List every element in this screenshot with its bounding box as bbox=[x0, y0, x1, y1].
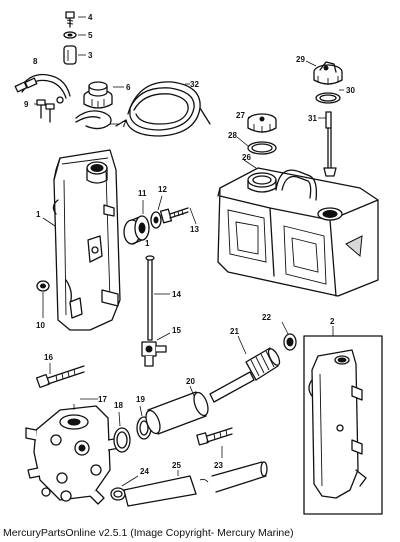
callout-10[interactable]: 10 bbox=[36, 321, 45, 330]
callout-20[interactable]: 20 bbox=[186, 377, 195, 386]
callout-16[interactable]: 16 bbox=[44, 353, 53, 362]
part-fuel-cap-6[interactable] bbox=[83, 81, 113, 109]
part-seal-22[interactable] bbox=[283, 333, 297, 351]
part-screw-4[interactable] bbox=[65, 11, 75, 28]
part-gasket-30[interactable] bbox=[315, 92, 341, 104]
part-fuel-line-connector-8[interactable] bbox=[14, 73, 71, 104]
part-gasket-28[interactable] bbox=[247, 141, 277, 155]
part-hose-coil-32[interactable] bbox=[115, 81, 211, 137]
part-fuel-hose-25[interactable] bbox=[123, 461, 268, 507]
callout-2[interactable]: 2 bbox=[330, 317, 335, 326]
part-screws-9[interactable] bbox=[36, 99, 55, 123]
callout-32[interactable]: 32 bbox=[190, 80, 199, 89]
callout-26[interactable]: 26 bbox=[242, 153, 251, 162]
callout-11[interactable]: 11 bbox=[138, 189, 147, 198]
callout-14[interactable]: 14 bbox=[172, 290, 181, 299]
part-screw-13[interactable] bbox=[159, 207, 189, 224]
callout-19[interactable]: 19 bbox=[136, 395, 145, 404]
part-cap-strap-7[interactable] bbox=[75, 110, 112, 130]
callout-24[interactable]: 24 bbox=[140, 467, 149, 476]
callout-18[interactable]: 18 bbox=[114, 401, 123, 410]
callout-7[interactable]: 7 bbox=[122, 120, 127, 129]
part-tank-cap-27[interactable] bbox=[247, 113, 277, 133]
part-fuel-tank-1[interactable] bbox=[52, 149, 121, 331]
part-washer-5[interactable] bbox=[63, 31, 77, 39]
callout-3[interactable]: 3 bbox=[88, 51, 93, 60]
callout-23[interactable]: 23 bbox=[214, 461, 223, 470]
callout-4[interactable]: 4 bbox=[88, 13, 93, 22]
part-valve-15[interactable] bbox=[141, 341, 167, 367]
part-gauge-cap-29[interactable] bbox=[313, 61, 343, 85]
part-screw-16[interactable] bbox=[35, 365, 85, 389]
part-pump-assembly-17[interactable] bbox=[25, 405, 121, 505]
copyright-footer: MercuryPartsOnline v2.5.1 (Image Copyrig… bbox=[3, 527, 294, 539]
callout-6[interactable]: 6 bbox=[126, 83, 131, 92]
callout-29[interactable]: 29 bbox=[296, 55, 305, 64]
callout-31[interactable]: 31 bbox=[308, 114, 317, 123]
part-gauge-stem-31[interactable] bbox=[323, 111, 337, 177]
part-grommet-10[interactable] bbox=[36, 280, 50, 292]
callout-25[interactable]: 25 bbox=[172, 461, 181, 470]
callout-12[interactable]: 12 bbox=[158, 185, 167, 194]
callout-28[interactable]: 28 bbox=[228, 131, 237, 140]
callout-5[interactable]: 5 bbox=[88, 31, 93, 40]
callout-21[interactable]: 21 bbox=[230, 327, 239, 336]
callout-9[interactable]: 9 bbox=[24, 100, 29, 109]
part-gear-shaft-21[interactable] bbox=[209, 347, 282, 403]
callout-30[interactable]: 30 bbox=[346, 86, 355, 95]
part-pickup-tube-14[interactable] bbox=[145, 255, 155, 341]
callout-1b[interactable]: 1 bbox=[145, 239, 150, 248]
part-portable-tank-26[interactable] bbox=[217, 167, 379, 297]
part-clamp-24[interactable] bbox=[110, 487, 126, 501]
part-tank-assembly-2[interactable] bbox=[303, 335, 383, 515]
callout-17[interactable]: 17 bbox=[98, 395, 107, 404]
part-o-ring-18[interactable] bbox=[113, 427, 131, 453]
callout-labels: 4 5 3 8 9 6 7 32 1 10 11 12 13 1 14 15 1… bbox=[24, 13, 355, 476]
callout-27[interactable]: 27 bbox=[236, 111, 245, 120]
part-washer-12[interactable] bbox=[150, 211, 162, 229]
part-screw-23[interactable] bbox=[196, 427, 233, 446]
part-sleeve-20[interactable] bbox=[143, 391, 210, 436]
callout-13[interactable]: 13 bbox=[190, 225, 199, 234]
callout-1[interactable]: 1 bbox=[36, 210, 41, 219]
part-grommet-3[interactable] bbox=[63, 45, 77, 65]
callout-15[interactable]: 15 bbox=[172, 326, 181, 335]
callout-22[interactable]: 22 bbox=[262, 313, 271, 322]
part-bushing-11[interactable] bbox=[123, 215, 150, 245]
callout-8[interactable]: 8 bbox=[33, 57, 38, 66]
